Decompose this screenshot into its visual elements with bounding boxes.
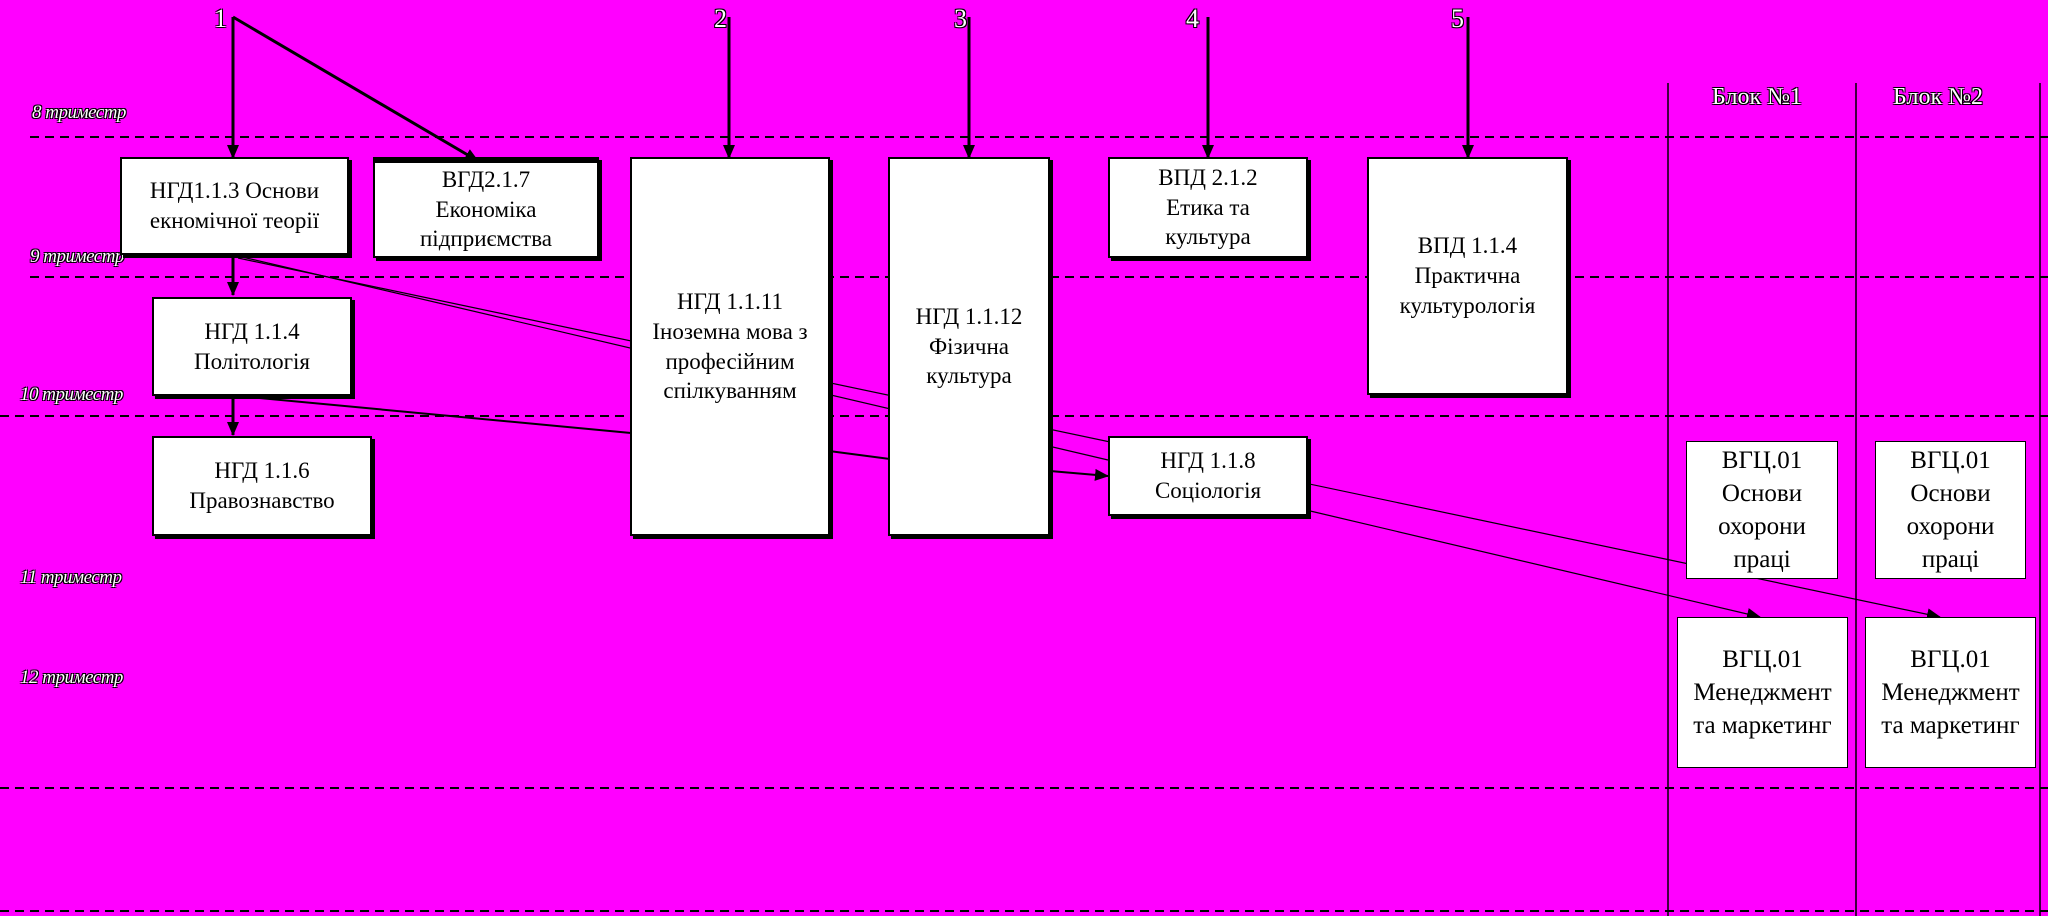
thin-connectors	[237, 255, 1941, 621]
course-code: ВГЦ.01	[1910, 447, 1991, 474]
course-code: НГД 1.1.11	[677, 288, 783, 314]
bold-connectors	[237, 395, 1109, 481]
course-title: спілкуванням	[663, 378, 797, 404]
course-code: НГД1.1.3 Основи	[149, 178, 320, 204]
course-code: НГД 1.1.6	[214, 458, 310, 484]
course-title: праці	[1921, 546, 1980, 573]
course-code: ВГЦ.01	[1721, 447, 1803, 474]
course-title: Іноземна мова з	[652, 318, 808, 344]
course-title: охорони	[1718, 513, 1806, 540]
course-code: НГД 1.1.8	[1160, 448, 1256, 474]
course-code: НГД 1.1.12	[915, 303, 1023, 329]
term-label: 12 триместр	[20, 667, 123, 688]
course-title: Менеджмент	[1881, 679, 2020, 706]
course-title: праці	[1733, 546, 1791, 573]
course-title: Основи	[1721, 480, 1803, 507]
course-title: Політологія	[194, 348, 310, 374]
course-code: ВГЦ.01	[1722, 646, 1803, 673]
course-title: Правознавство	[189, 488, 335, 513]
column-number: 4	[1186, 4, 1199, 33]
course-box-ngd113[interactable]: НГД1.1.3 Основи екномічної теорії	[120, 157, 349, 255]
connector	[1049, 468, 1109, 481]
course-title: культура	[926, 363, 1012, 389]
course-title: культура	[1165, 224, 1251, 250]
arrow-1-to-vgd217	[232, 15, 479, 163]
column-number: 3	[954, 4, 967, 33]
term-label: 10 триместр	[20, 384, 123, 405]
block-header: Блок №2	[1893, 84, 1983, 110]
course-title: професійним	[665, 348, 795, 374]
column-arrows	[227, 15, 1474, 436]
course-title: Економіка	[435, 196, 537, 222]
course-title: екномічної теорії	[149, 208, 320, 233]
term-label: 8 триместр	[32, 102, 126, 123]
connector	[828, 450, 891, 460]
course-title: культурологія	[1399, 292, 1536, 318]
course-title: Практична	[1414, 263, 1521, 289]
course-code: ВПД 1.1.4	[1417, 233, 1518, 259]
course-title: охорони	[1906, 513, 1995, 540]
column-number: 5	[1451, 4, 1464, 33]
column-number: 1	[214, 4, 227, 33]
connector	[237, 257, 1941, 621]
block-header: Блок №1	[1712, 84, 1802, 110]
connector	[237, 395, 632, 434]
course-title: Менеджмент	[1693, 679, 1832, 706]
term-label: 11 триместр	[20, 567, 122, 588]
block-dividers	[1667, 83, 2041, 916]
course-title: Етика та	[1166, 194, 1250, 220]
connector	[1305, 509, 1761, 620]
course-code: ВПД 2.1.2	[1158, 164, 1258, 190]
course-title: та маркетинг	[1693, 712, 1832, 739]
course-title: Соціологія	[1154, 478, 1262, 503]
column-number: 2	[714, 4, 727, 33]
course-title: підприємства	[420, 226, 552, 252]
term-label: 9 триместр	[30, 246, 124, 267]
course-title: Фізична	[928, 333, 1010, 359]
course-code: ВГЦ.01	[1910, 646, 1991, 673]
course-title: та маркетинг	[1881, 712, 2020, 739]
course-code: НГД 1.1.4	[204, 318, 300, 344]
course-title: Основи	[1910, 480, 1991, 507]
course-code: ВГД2.1.7	[441, 166, 531, 192]
